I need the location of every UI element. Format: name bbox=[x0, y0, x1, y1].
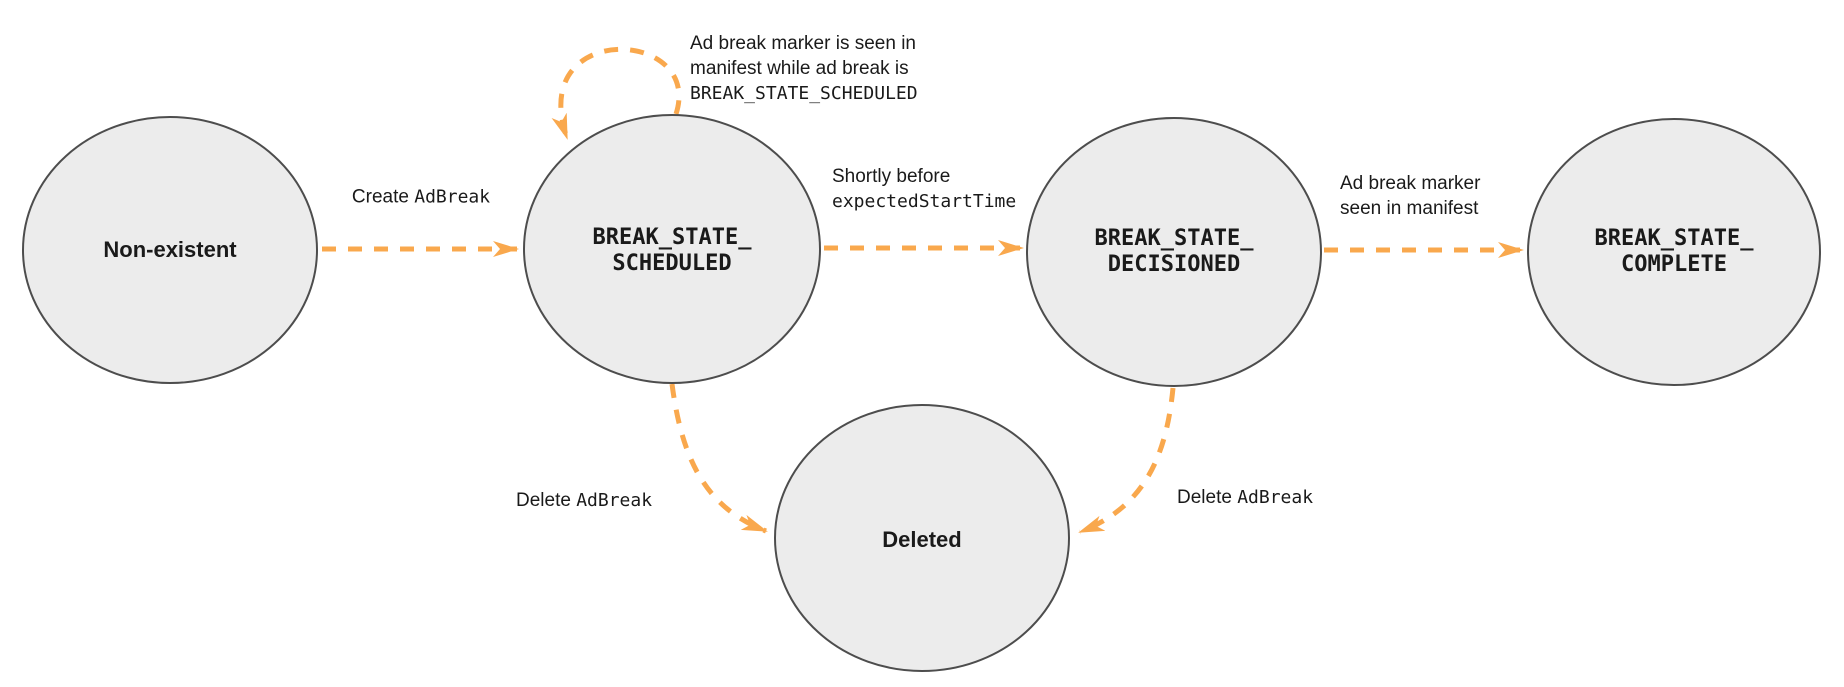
node-label-non-existent: Non-existent bbox=[103, 237, 237, 262]
node-label-line: SCHEDULED bbox=[612, 251, 732, 276]
edge-label-code: AdBreak bbox=[576, 490, 653, 511]
state-node-deleted bbox=[774, 404, 1070, 672]
edge-label-text: Create bbox=[351, 186, 415, 208]
edge-label-delete-adbreak-left: Delete AdBreak bbox=[516, 488, 652, 513]
edge-label-code: expectedStartTime bbox=[832, 191, 1017, 212]
edge-label-self-loop: Ad break marker is seen in manifest whil… bbox=[690, 31, 918, 106]
node-label-break-state-scheduled: BREAK_STATE_ SCHEDULED bbox=[593, 225, 752, 277]
node-label-line: DECISIONED bbox=[1107, 252, 1241, 277]
edge-label-shortly-before: Shortly before expectedStartTime bbox=[832, 164, 1016, 214]
edge-label-code: AdBreak bbox=[414, 186, 491, 208]
edge-label-code: BREAK_STATE_SCHEDULED bbox=[690, 83, 918, 104]
edge-label-marker-seen: Ad break marker seen in manifest bbox=[1340, 171, 1480, 221]
node-label-break-state-complete: BREAK_STATE_ COMPLETE bbox=[1595, 226, 1754, 278]
node-label-line: BREAK_STATE_ bbox=[592, 225, 752, 250]
node-label-break-state-decisioned: BREAK_STATE_ DECISIONED bbox=[1095, 226, 1254, 278]
edge-self-loop-scheduled bbox=[551, 47, 682, 140]
node-label-line: BREAK_STATE_ bbox=[1594, 226, 1754, 251]
edge-label-text: Delete bbox=[516, 490, 577, 511]
state-node-break-state-complete bbox=[1527, 118, 1821, 386]
edge-label-text: Delete bbox=[1177, 487, 1238, 508]
edge-label-text: Ad break marker is seen in bbox=[690, 33, 916, 54]
state-node-non-existent bbox=[22, 116, 318, 384]
state-node-break-state-scheduled bbox=[523, 114, 821, 384]
edge-delete-from-decisioned bbox=[1078, 387, 1176, 535]
edge-label-text: Ad break marker bbox=[1340, 173, 1481, 194]
edge-label-code: AdBreak bbox=[1237, 487, 1314, 508]
edge-label-text: seen in manifest bbox=[1340, 198, 1479, 219]
edge-label-create-adbreak: Create AdBreak bbox=[352, 185, 490, 210]
edge-delete-from-scheduled bbox=[669, 383, 768, 534]
node-label-line: COMPLETE bbox=[1621, 252, 1727, 277]
node-label-deleted: Deleted bbox=[882, 527, 962, 552]
node-label-line: BREAK_STATE_ bbox=[1094, 226, 1254, 251]
edge-label-text: manifest while ad break is bbox=[690, 58, 909, 79]
state-node-break-state-decisioned bbox=[1026, 117, 1322, 387]
edge-label-delete-adbreak-right: Delete AdBreak bbox=[1177, 485, 1313, 510]
edge-label-text: Shortly before bbox=[832, 166, 951, 187]
